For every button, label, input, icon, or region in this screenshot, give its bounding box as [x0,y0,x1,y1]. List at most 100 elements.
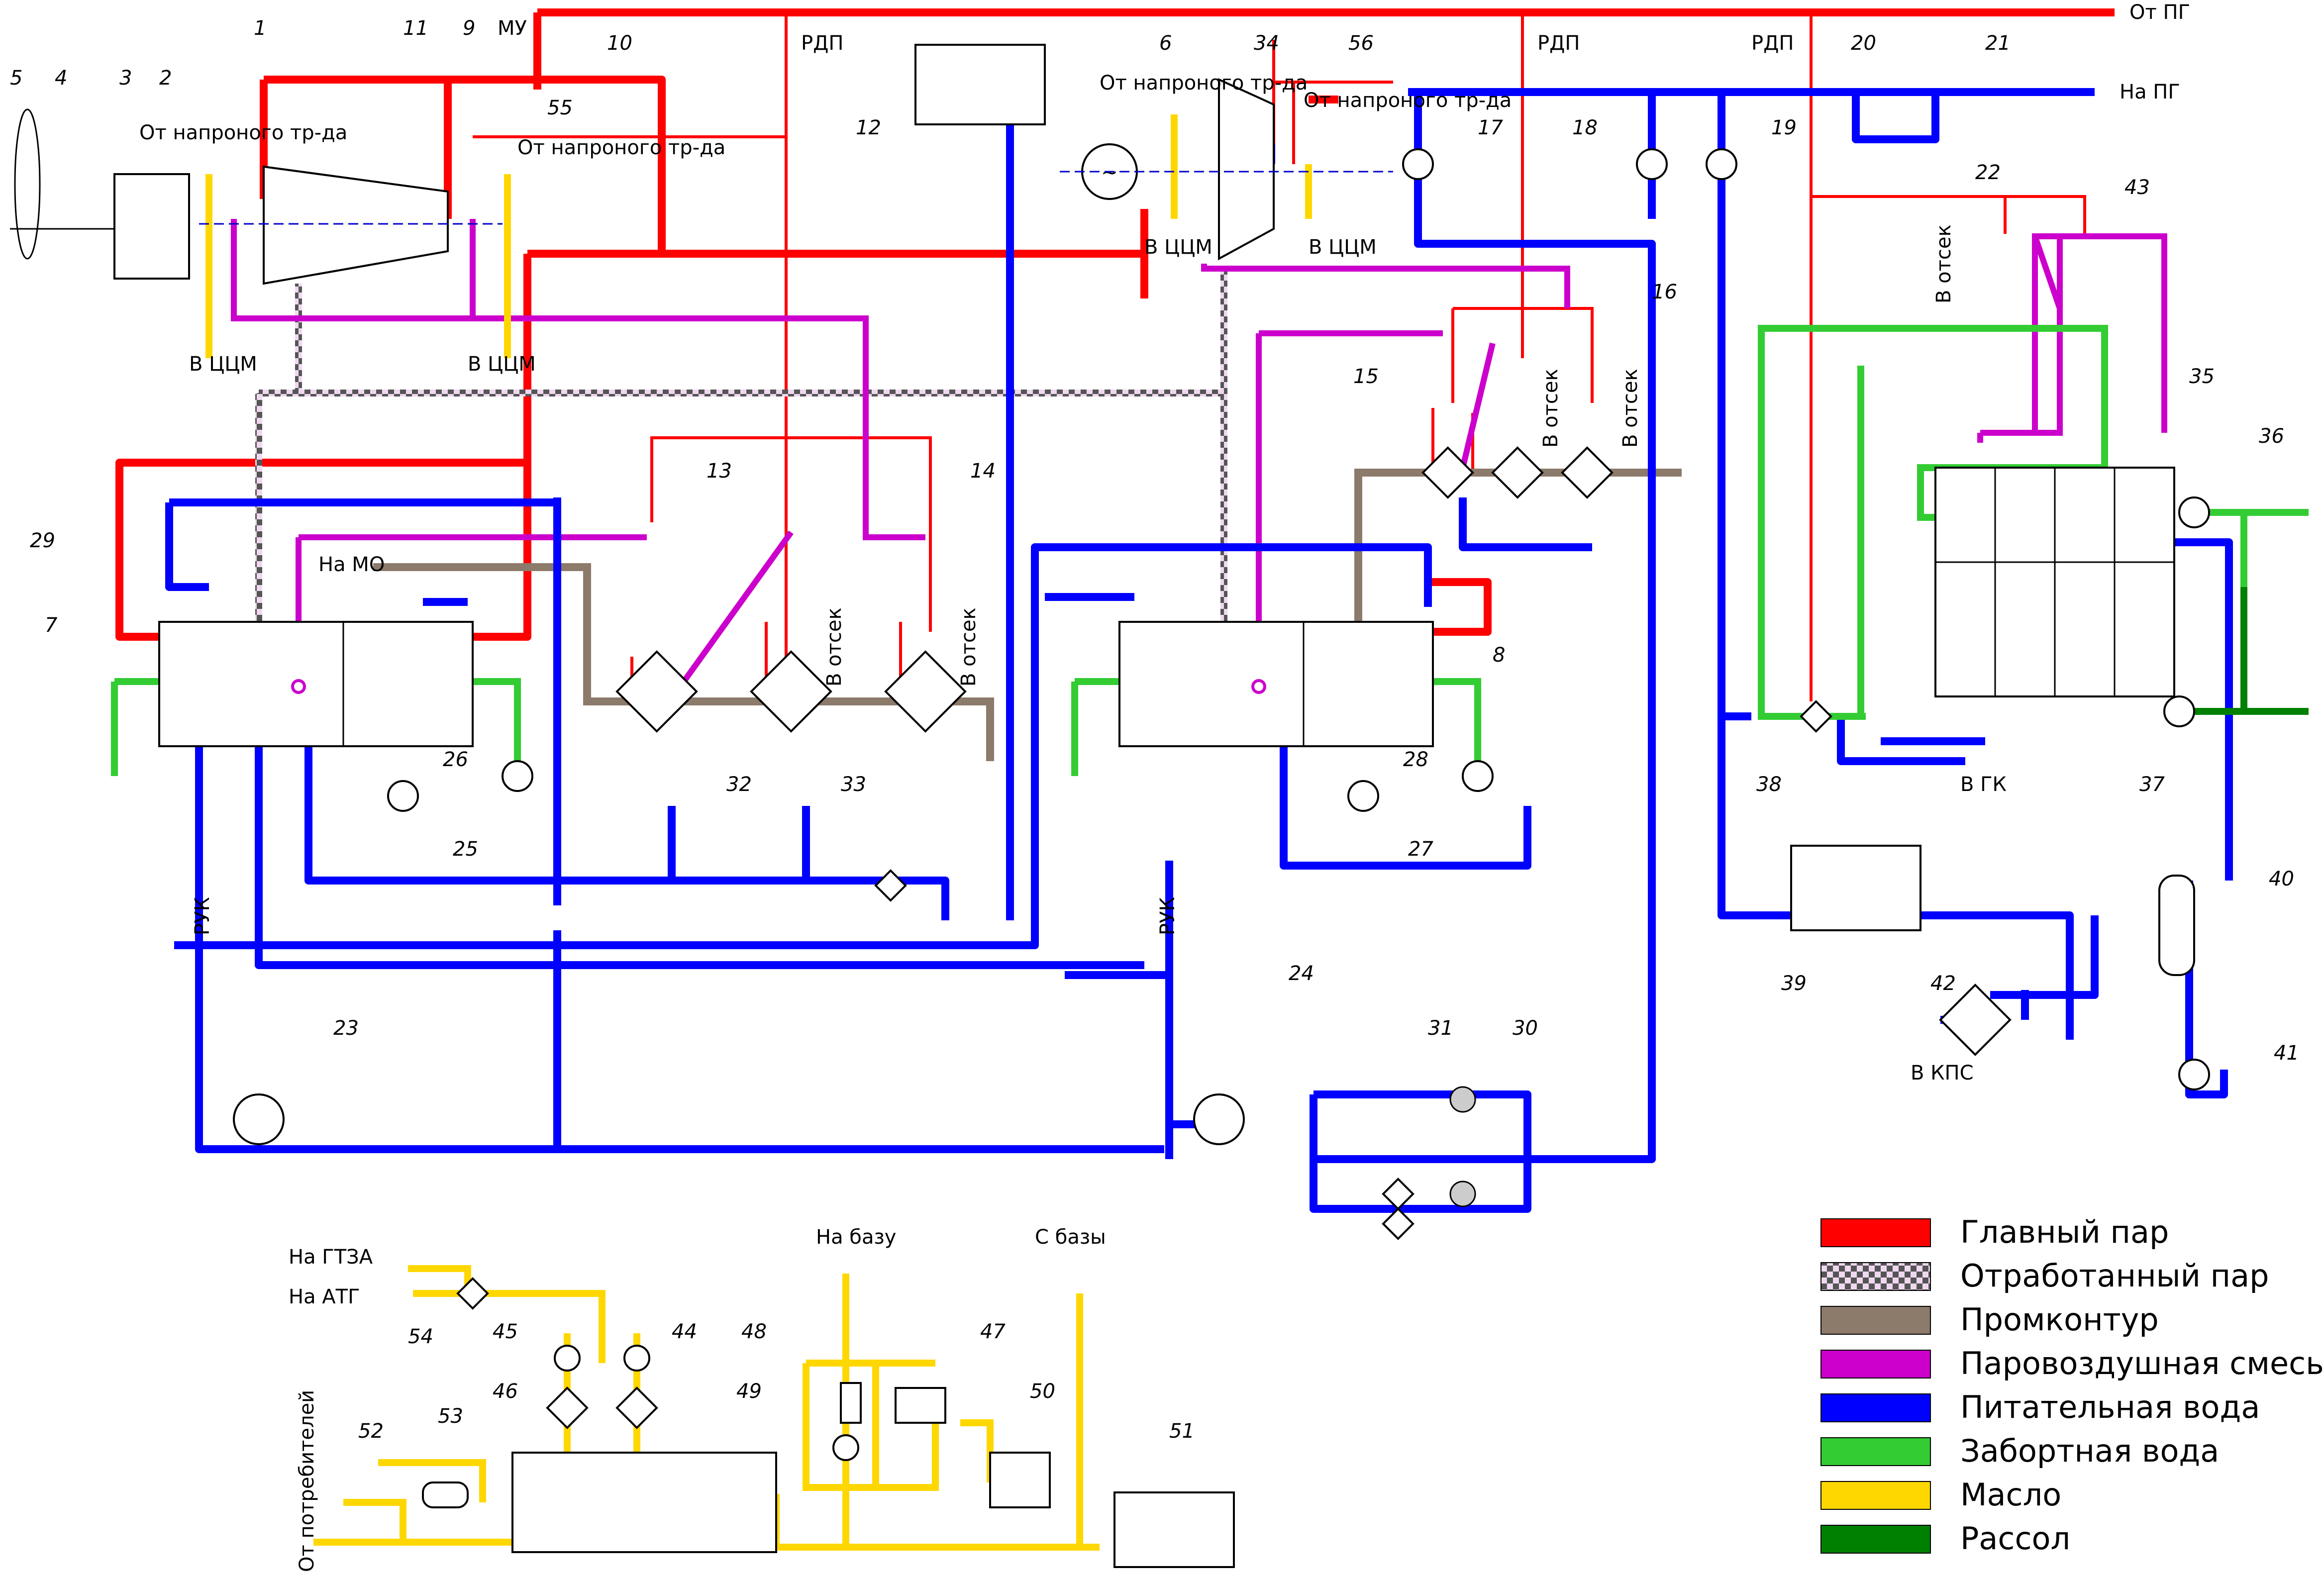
num-36: 36 [2259,425,2284,448]
legend-swatch-3 [1820,1350,1931,1379]
num-45: 45 [493,1320,518,1343]
num-7: 7 [45,614,58,637]
num-47: 47 [980,1320,1006,1343]
label-rdp-1: РДП [801,32,843,55]
tank-39 [1790,845,1921,931]
num-39: 39 [1781,972,1807,995]
label-to-mo: На МО [318,553,385,576]
label-to-tsm-2: В ЦЦМ [468,353,536,376]
legend-swatch-1 [1820,1262,1931,1291]
num-5: 5 [10,67,22,90]
cooler-48 [840,1382,862,1424]
legend-swatch-0 [1820,1218,1931,1247]
legend-label-0: Главный пар [1960,1214,2169,1250]
propeller-5 [10,108,114,260]
label-to-base: На базу [816,1226,896,1249]
label-rdp-3: РДП [1751,32,1794,55]
legend-swatch-4 [1820,1393,1931,1422]
num-9: 9 [463,17,475,40]
evaporator-35 [1934,467,2175,697]
label-to-atg: На АТГ [289,1285,360,1308]
num-51: 51 [1169,1420,1195,1443]
num-41: 41 [2274,1042,2299,1065]
num-20: 20 [1851,32,1876,55]
legend-label-4: Питательная вода [1960,1389,2260,1425]
num-28: 28 [1403,748,1428,771]
label-to-tsm-1: В ЦЦМ [189,353,257,376]
num-1: 1 [254,17,266,40]
label-to-compartment-2: В отсек [957,607,980,687]
num-23: 23 [333,1017,359,1040]
label-ruk-1: РУК [191,897,214,935]
num-19: 19 [1771,116,1797,139]
heat-exchangers [456,700,2012,1429]
label-from-pressure-line-1: От напроного тр-да [139,121,347,144]
num-49: 49 [736,1380,762,1403]
label-to-compartment-3: В отсек [1539,369,1562,448]
label-from-pressure-line-3: От напроного тр-да [1100,72,1308,95]
num-31: 31 [1428,1017,1453,1040]
separator-47 [895,1387,946,1424]
num-44: 44 [672,1320,697,1343]
legend-label-2: Промконтур [1960,1301,2159,1338]
label-to-compartment-1: В отсек [823,607,846,687]
num-18: 18 [1572,116,1598,139]
brine-lines [2184,587,2309,715]
generator-2 [113,173,190,280]
num-37: 37 [2139,773,2165,796]
generator-symbol: ~ [1101,161,1118,184]
num-22: 22 [1975,161,2001,184]
label-from-consumers: От потребителей [296,1390,318,1572]
num-13: 13 [707,460,732,483]
condenser-8 [1118,621,1434,747]
num-4: 4 [55,67,67,90]
num-33: 33 [841,773,866,796]
num-25: 25 [453,838,478,861]
num-46: 46 [493,1380,518,1403]
legend-label-5: Забортная вода [1960,1433,2219,1469]
num-8: 8 [1493,644,1505,667]
num-32: 32 [726,773,752,796]
num-12: 12 [856,116,881,139]
feed-water-lines [165,88,2233,1213]
legend-label-1: Отработанный пар [1960,1258,2269,1294]
num-54: 54 [408,1325,433,1348]
tank-51 [1113,1491,1235,1568]
num-29: 29 [30,529,55,552]
num-38: 38 [1756,773,1782,796]
condenser-7 [158,621,474,747]
main-steam-lines [115,8,2115,641]
label-to-pg: На ПГ [2120,81,2180,103]
coolers-15-16 [1421,446,1614,499]
label-to-tsm-4: В ЦЦМ [1309,236,1377,259]
num-11: 11 [403,17,428,40]
legend-label-6: Масло [1960,1477,2061,1513]
legend-label-7: Рассол [1960,1520,2070,1557]
legend-swatch-6 [1820,1481,1931,1510]
label-to-kps: В КПС [1911,1062,1974,1084]
steam-air-lines [231,219,2167,693]
num-48: 48 [741,1320,767,1343]
num-15: 15 [1353,365,1379,388]
num-50: 50 [1030,1380,1055,1403]
label-to-tsm-3: В ЦЦМ [1144,236,1213,259]
num-52: 52 [358,1420,384,1443]
num-24: 24 [1289,962,1314,985]
num-6: 6 [1159,32,1172,55]
oil-tank-53 [511,1452,777,1553]
pumps [233,148,2210,1461]
label-to-compartment-5: В отсек [1932,224,1955,303]
num-34: 34 [1254,32,1279,55]
label-ruk-2: РУК [1156,897,1179,935]
heater-52 [422,1481,469,1508]
num-3: 3 [119,67,132,90]
num-16: 16 [1652,281,1677,303]
num-30: 30 [1513,1017,1538,1040]
num-55: 55 [547,97,573,119]
label-to-gk: В ГК [1960,773,2007,796]
label-from-base: С базы [1035,1226,1106,1249]
filters [1449,1086,1476,1207]
label-to-compartment-4: В отсек [1619,369,1642,448]
num-21: 21 [1985,32,2011,55]
num-56: 56 [1348,32,1374,55]
